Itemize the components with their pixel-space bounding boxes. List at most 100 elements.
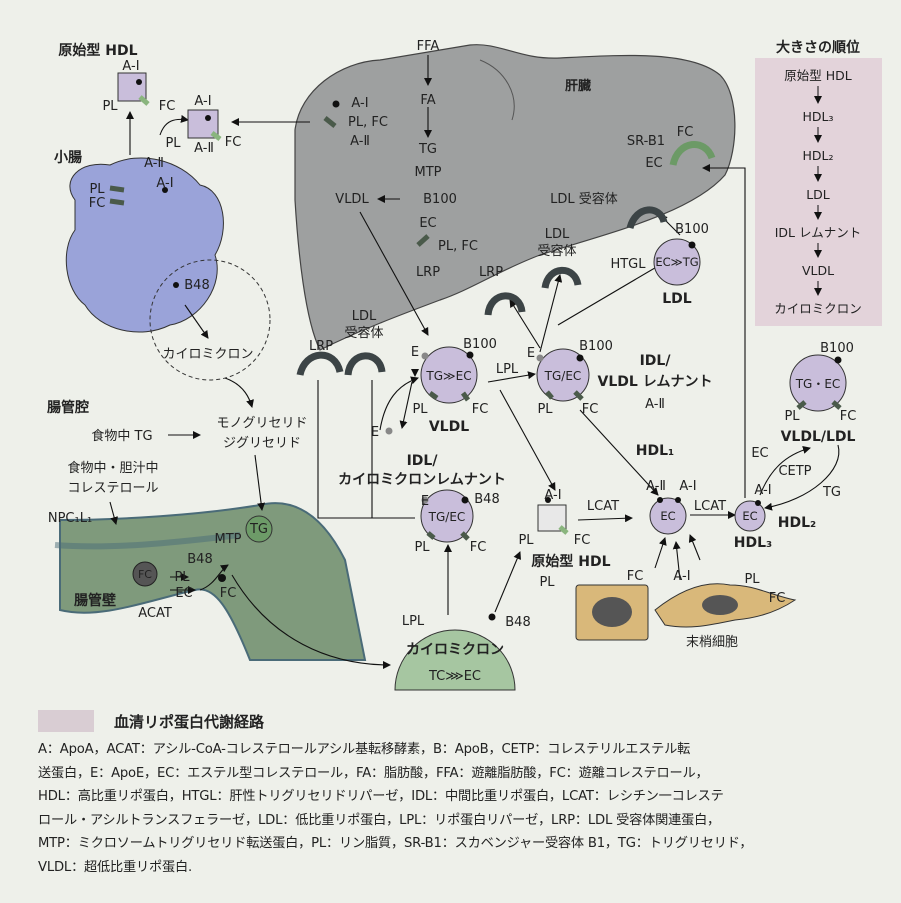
ldl-receptor-a: LDL [545, 227, 570, 242]
periph-label: 末梢細胞 [686, 635, 738, 650]
center-labels: B100 E TG≫EC PL FC VLDL E LPL B100 E TG/… [338, 337, 856, 684]
diet-tg-label: 食物中 TG [91, 428, 152, 444]
plfc-liver-label: PL, FC [438, 239, 478, 254]
e-small-label: E [371, 425, 379, 440]
b100-liver-label: B100 [423, 192, 457, 207]
a1-hdl1-label: A-Ⅰ [679, 479, 696, 494]
e-remnant-label: E [421, 494, 429, 509]
a2-mid-label: A-Ⅱ [194, 141, 214, 156]
vl-tg-ec: TG・EC [795, 377, 841, 391]
b100-ldl-label: B100 [675, 222, 709, 237]
fc-periph2-label: FC [769, 591, 786, 606]
a1-prim-label: A-Ⅰ [122, 59, 139, 74]
size-order-title: 大きさの順位 [776, 39, 860, 56]
size-order-item: HDL₃ [803, 109, 834, 124]
srb1-label: SR-B1 [627, 134, 665, 149]
a1-mid-label: A-Ⅰ [194, 94, 211, 109]
size-order-list: 原始型 HDL HDL₃ HDL₂ LDL IDL レムナント VLDL カイロ… [774, 68, 862, 316]
tg-cetp-label: TG [822, 485, 841, 500]
htgl-label: HTGL [610, 257, 646, 272]
a1-hdl2-label: A-Ⅰ [754, 483, 771, 498]
left-labels: 原始型 HDL A-Ⅰ PL FC A-Ⅰ PL A-Ⅱ FC A-Ⅱ 小腸 P… [47, 42, 308, 621]
pl-gut-label: PL [174, 570, 190, 585]
fc-gut2-label: FC [220, 586, 237, 601]
ldl-particle [653, 238, 701, 286]
b100-vldl-label: B100 [463, 337, 497, 352]
pl-int-label: PL [89, 182, 105, 197]
liver-label: 肝臓 [565, 78, 591, 94]
legend-line: 送蛋白，E：ApoE，EC：エステル型コレステロール，FA：脂肪酸，FFA：遊離… [38, 765, 709, 781]
b48-int-label: B48 [184, 278, 209, 293]
ec-cetp-label: EC [751, 446, 768, 461]
legend-line: HDL：高比重リポ蛋白，HTGL：肝性トリグリセリドリパーゼ，IDL：中間比重リ… [38, 789, 724, 804]
ldl-ec-tg: EC≫TG [655, 255, 698, 269]
hdl3-particle [734, 500, 766, 532]
b48-bottom-label: B48 [505, 615, 530, 630]
plfc-top-label: PL, FC [348, 115, 388, 130]
e-idl-label: E [527, 346, 535, 361]
ec-hdl1-label: EC [660, 509, 675, 523]
chylomicron-particle [394, 629, 516, 691]
a1-phdl-label: A-Ⅰ [544, 488, 561, 503]
gut-wall-label: 腸管壁 [74, 592, 116, 609]
liver-shape [294, 44, 736, 351]
tg-label: TG [418, 142, 437, 157]
mtp-label: MTP [415, 165, 442, 180]
a2-hdl1-label: A-Ⅱ [646, 479, 666, 494]
mono-label: モノグリセリド [216, 416, 307, 431]
vldl-ldl-particle [789, 354, 847, 412]
mtp-gut-label: MTP [215, 532, 242, 547]
ldl-receptor-b: 受容体 [537, 243, 576, 259]
lpl-bottom-label: LPL [402, 614, 425, 629]
idl-chylo-b: カイロミクロンレムナント [338, 472, 506, 488]
prim-hdl-bottom: 原始型 HDL [531, 553, 610, 570]
idl-vldl-a: IDL/ [640, 353, 672, 369]
small-int-label: 小腸 [54, 149, 82, 166]
fc-idl-label: FC [582, 402, 599, 417]
chylo-bottom-label: カイロミクロン [406, 642, 504, 658]
idl-tg-ec: TG/EC [544, 369, 582, 383]
legend-title: 血清リポ蛋白代謝経路 [114, 712, 265, 731]
size-order-item: IDL レムナント [775, 225, 862, 240]
vldl-particle [420, 346, 478, 404]
npc-label: NPC₁L₁ [48, 511, 92, 526]
gut-lumen-label: 腸管腔 [47, 399, 89, 416]
pl-periph-label: PL [744, 572, 760, 587]
pl-vl-label: PL [784, 409, 800, 424]
lrp-low-label: LRP [309, 339, 333, 354]
a2-int-label: A-Ⅱ [144, 156, 164, 171]
hdl3-label: HDL₃ [734, 535, 772, 551]
size-order-item: HDL₂ [803, 148, 834, 163]
idl-vldl-remnant-particle [536, 348, 590, 402]
legend-line: MTP：ミクロソームトリグリセリド転送蛋白，PL：リン脂質，SR-B1：スカベン… [38, 836, 753, 851]
size-order-item: VLDL [802, 263, 834, 278]
lpl-mid-label: LPL [496, 362, 519, 377]
size-order-item: カイロミクロン [774, 301, 862, 316]
idl-vldl-b: VLDL レムナント [598, 374, 713, 390]
prim-hdl-title: 原始型 HDL [58, 42, 137, 59]
cetp-label: CETP [778, 464, 811, 479]
ldl-receptor-low-b: 受容体 [344, 325, 383, 341]
lrp-mid-label: LRP [479, 265, 503, 280]
ldl-receptor-upper: LDL 受容体 [550, 191, 618, 207]
pl-phdl2-label: PL [539, 575, 555, 590]
vldl-tg-ec: TG≫EC [425, 369, 471, 383]
ldl-label: LDL [662, 291, 692, 307]
a1-liver-label: A-Ⅰ [351, 96, 368, 111]
b48-gut-label: B48 [187, 552, 212, 567]
gut-fc-particle [132, 561, 158, 587]
chylo-int-label: カイロミクロン [162, 347, 253, 362]
lrp-liver-label: LRP [416, 265, 440, 280]
primitive-hdl-bottom [537, 504, 567, 532]
vldl-label: VLDL [429, 419, 469, 435]
hdl1-particle [649, 497, 687, 535]
fc-gut-label: FC [138, 568, 152, 581]
tg-gut-label: TG [249, 522, 268, 537]
ec-hdl3-label: EC [742, 509, 757, 523]
ldl-receptor-low-a: LDL [352, 309, 377, 324]
fc-srb1-label: FC [677, 125, 694, 140]
b48-remnant-label: B48 [474, 492, 499, 507]
pl-vldl-label: PL [412, 402, 428, 417]
a1-periph-label: A-Ⅰ [673, 569, 690, 584]
lcat-left-label: LCAT [587, 499, 619, 514]
